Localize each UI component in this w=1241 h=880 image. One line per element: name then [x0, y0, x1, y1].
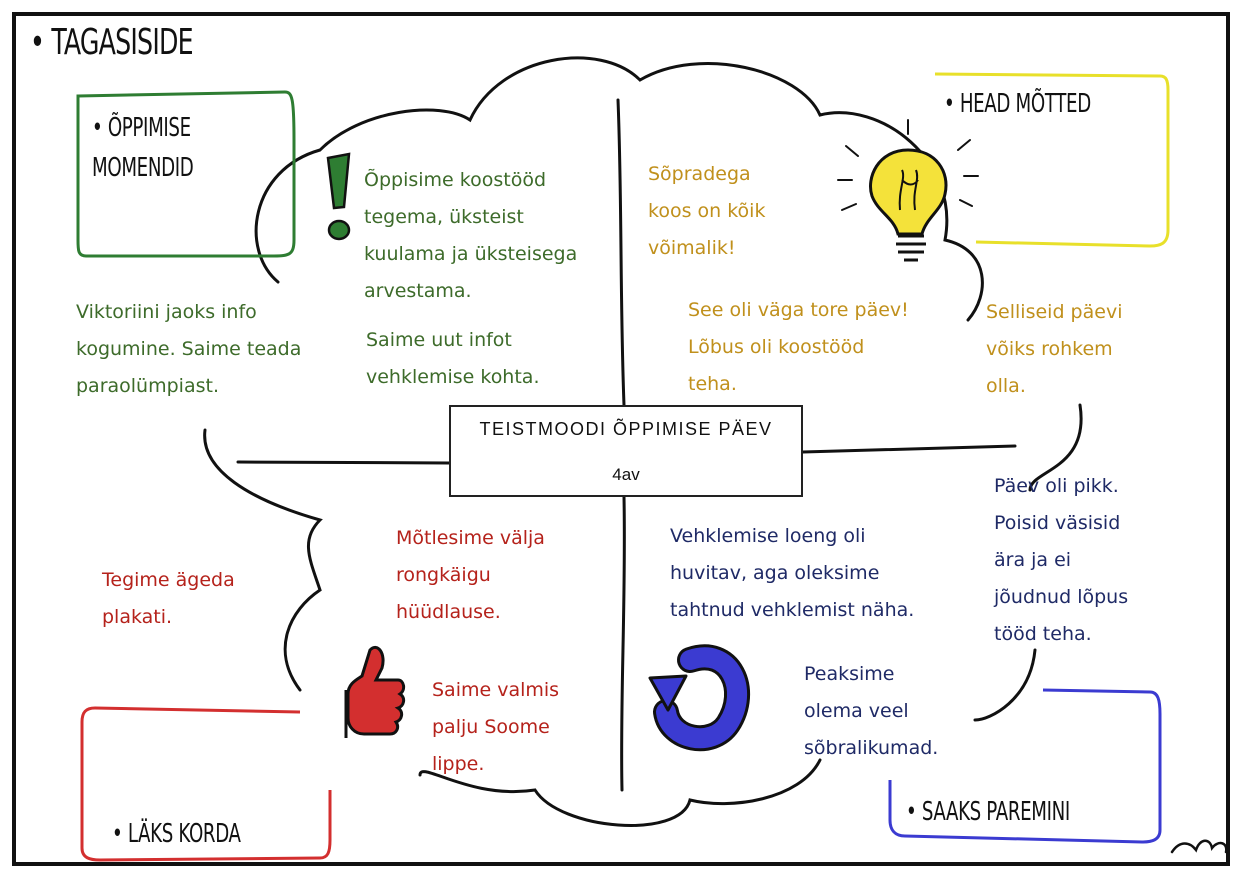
page-frame — [12, 12, 1230, 866]
page-title: • TAGASISIDE — [30, 22, 194, 63]
learning-note-3: Viktoriini jaoks info kogumine. Saime te… — [76, 301, 302, 397]
success-frame — [80, 706, 332, 862]
learning-label: • ÕPPIMISE MOMENDID — [92, 113, 194, 183]
exclamation-icon — [326, 152, 351, 241]
ideas-frame — [934, 72, 1170, 248]
improve-frame — [888, 688, 1162, 844]
horizontal-divider-right — [801, 444, 1017, 454]
success-note-3: Saime valmis palju Soome lippe. — [432, 679, 560, 775]
learning-note-2: Saime uut infot vehklemise kohta. — [366, 329, 540, 388]
ideas-note-2: See oli väga tore päev! Lõbus oli koostö… — [688, 299, 909, 395]
success-note-1: Mõtlesime välja rongkäigu hüüdlause. — [396, 527, 545, 623]
ideas-note-1: Sõpradega koos on kõik võimalik! — [648, 163, 766, 259]
learning-note-1: Õppisime koostööd tegema, üksteist kuula… — [364, 169, 578, 302]
lightbulb-icon — [837, 119, 979, 262]
learning-frame — [76, 90, 296, 258]
improve-note-3: Peaksime olema veel sõbralikumad. — [804, 663, 939, 759]
circular-arrow-icon — [648, 644, 750, 752]
center-topic-box: TEISTMOODI ÕPPIMISE PÄEV 4av — [449, 405, 803, 497]
center-subtitle: 4av — [612, 465, 640, 484]
signature-mark — [1170, 839, 1228, 854]
horizontal-divider-left — [236, 460, 451, 465]
improve-note-2: Päev oli pikk. Poisid väsisid ära ja ei … — [994, 475, 1129, 645]
thumbs-up-icon — [344, 645, 406, 738]
ideas-label: • HEAD MÕTTED — [944, 89, 1091, 119]
improve-label: • SAAKS PAREMINI — [906, 797, 1070, 827]
success-note-2: Tegime ägeda plakati. — [102, 569, 235, 628]
vertical-divider-top — [616, 98, 626, 407]
center-title: TEISTMOODI ÕPPIMISE PÄEV — [479, 419, 773, 439]
cloud-outline — [203, 56, 1083, 827]
vertical-divider-bottom — [620, 495, 626, 792]
ideas-note-3: Selliseid päevi võiks rohkem olla. — [986, 301, 1123, 397]
success-label: • LÄKS KORDA — [112, 819, 241, 849]
improve-note-1: Vehklemise loeng oli huvitav, aga oleksi… — [670, 525, 915, 621]
